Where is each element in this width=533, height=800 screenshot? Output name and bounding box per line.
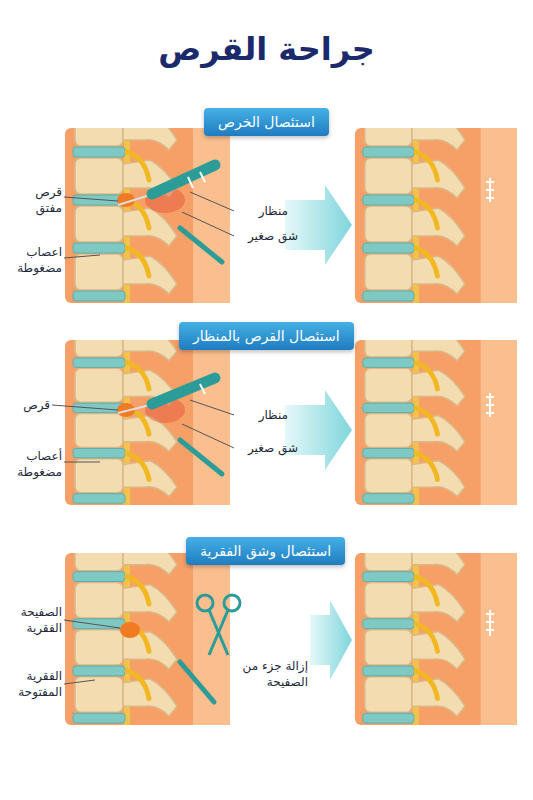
scalpel <box>180 228 222 262</box>
part-label: أعصاب مضغوطة <box>6 448 62 480</box>
page-title: جراحة القرص <box>0 30 533 68</box>
scalpel <box>180 440 222 474</box>
endoscope <box>152 165 215 194</box>
part-label: منظار <box>238 407 288 423</box>
badge-text: استئصال القرص بالمنظار <box>193 328 340 344</box>
part-label: الصفيحة الفقرية <box>4 604 62 636</box>
part-label: قرص مفتق <box>16 184 62 216</box>
method-badge: استئصال القرص بالمنظار <box>179 322 354 350</box>
row-three-art <box>64 535 517 725</box>
part-label: إزالة جزء من الصفيحة <box>226 658 308 690</box>
flow-arrow <box>310 600 352 680</box>
part-label: قرص <box>10 397 50 413</box>
method-badge: استئصال وشق الفقرية <box>186 537 345 565</box>
part-label: شق صغير <box>238 440 298 456</box>
flow-arrow <box>285 390 352 470</box>
spine-panel <box>355 110 517 303</box>
spine-panel <box>65 323 230 505</box>
endoscope <box>152 378 215 404</box>
method-badge: استئصال الخرص <box>204 108 329 136</box>
flow-arrow <box>285 185 352 265</box>
part-label: شق صغير <box>238 228 298 244</box>
part-label: الفقرية المفتوحة <box>4 668 62 700</box>
part-label: منظار <box>238 203 288 219</box>
lamina-removal <box>120 622 140 638</box>
part-label: اعصاب مضغوطة <box>6 244 62 276</box>
scalpel <box>180 662 214 702</box>
spine-panel <box>65 110 230 303</box>
badge-text: استئصال وشق الفقرية <box>200 543 331 559</box>
row-one-art <box>64 110 517 303</box>
spine-panel <box>355 535 517 725</box>
spine-panel <box>355 323 517 505</box>
row-two-art <box>52 323 517 505</box>
badge-text: استئصال الخرص <box>218 114 315 130</box>
scissors <box>197 595 240 655</box>
